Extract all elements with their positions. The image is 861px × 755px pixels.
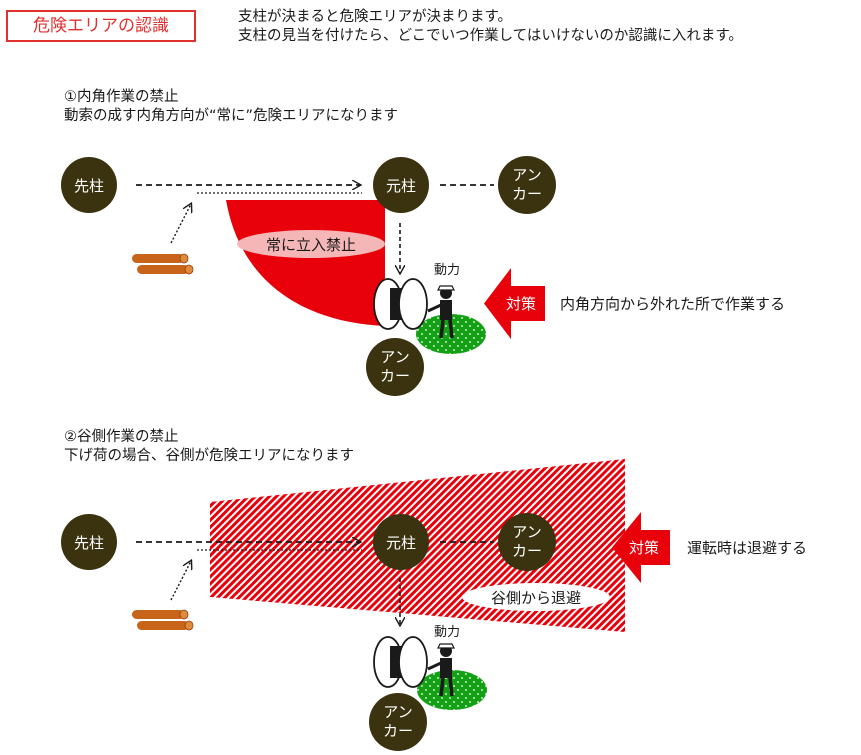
section1-header: ①内角作業の禁止 動索の成す内角方向が“常に”危険エリアになります: [64, 88, 398, 126]
anchor-bottom: [369, 693, 427, 751]
leading-pole: [61, 157, 117, 213]
valley-label: 谷側から退避: [491, 589, 581, 607]
main-pole: [373, 157, 429, 213]
main-pole: [373, 514, 429, 570]
intro-line-1: 支柱が決まると危険エリアが決まります。: [238, 9, 513, 25]
countermeasure-arrow: [484, 268, 545, 339]
worker-icon: [427, 285, 455, 339]
intro-line-2: 支柱の見当を付けたら、どこでいつ作業してはいけないのか認識に入れます。: [238, 28, 743, 44]
log-pile-icon: [132, 253, 194, 275]
anchor-bottom-line2: カー: [380, 367, 410, 385]
section1-heading: ①内角作業の禁止: [64, 89, 179, 105]
worker-icon: [427, 643, 455, 697]
section2-header: ②谷側作業の禁止 下げ荷の場合、谷側が危険エリアになります: [64, 428, 354, 466]
anchor-right: [498, 513, 556, 571]
section1-subheading: 動索の成す内角方向が“常に”危険エリアになります: [64, 108, 399, 124]
valley-label-bg: [462, 583, 610, 611]
section1-diagram: 常に立入禁止 先柱 元柱 アン カー アン カー: [61, 156, 785, 396]
page-title: 危険エリアの認識: [6, 10, 196, 42]
main-pole-label: 元柱: [386, 177, 416, 195]
zone-label: 常に立入禁止: [266, 236, 356, 254]
winch-drum-icon: [373, 636, 428, 688]
log-pile-icon: [132, 609, 194, 631]
section2-diagram: 谷側から退避 先柱 元柱 アン カー アン カー: [61, 459, 807, 751]
anchor-bottom: [366, 338, 424, 396]
winch-label: 動力: [434, 263, 460, 278]
leading-pole: [61, 514, 117, 570]
anchor-bottom-line1: アン: [380, 348, 409, 366]
anchor-bottom-line2: カー: [383, 722, 413, 740]
anchor-right-line1: アン: [512, 523, 541, 541]
section2-subheading: 下げ荷の場合、谷側が危険エリアになります: [64, 448, 354, 464]
intro-text: 支柱が決まると危険エリアが決まります。 支柱の見当を付けたら、どこでいつ作業して…: [238, 8, 743, 46]
section2-heading: ②谷側作業の禁止: [64, 429, 179, 445]
anchor-right-line2: カー: [512, 542, 542, 560]
countermeasure-label: 対策: [506, 295, 536, 313]
anchor-right: [498, 156, 556, 214]
winch-label: 動力: [434, 625, 460, 640]
zone-label-bg: [237, 230, 385, 258]
leading-pole-label: 先柱: [74, 534, 104, 552]
leading-pole-label: 先柱: [74, 177, 104, 195]
log-pull-arrow: [170, 561, 191, 601]
inner-angle-danger-zone: [226, 200, 385, 326]
countermeasure-label: 対策: [629, 539, 659, 557]
anchor-bottom-line1: アン: [383, 703, 412, 721]
winch-drum-icon: [373, 278, 428, 330]
main-pole-label: 元柱: [386, 534, 416, 552]
countermeasure-text: 運転時は退避する: [687, 539, 807, 557]
countermeasure-text: 内角方向から外れた所で作業する: [560, 295, 785, 313]
countermeasure-arrow: [612, 512, 670, 583]
anchor-right-line2: カー: [512, 185, 542, 203]
log-pull-arrow: [170, 204, 191, 244]
anchor-right-line1: アン: [512, 166, 541, 184]
